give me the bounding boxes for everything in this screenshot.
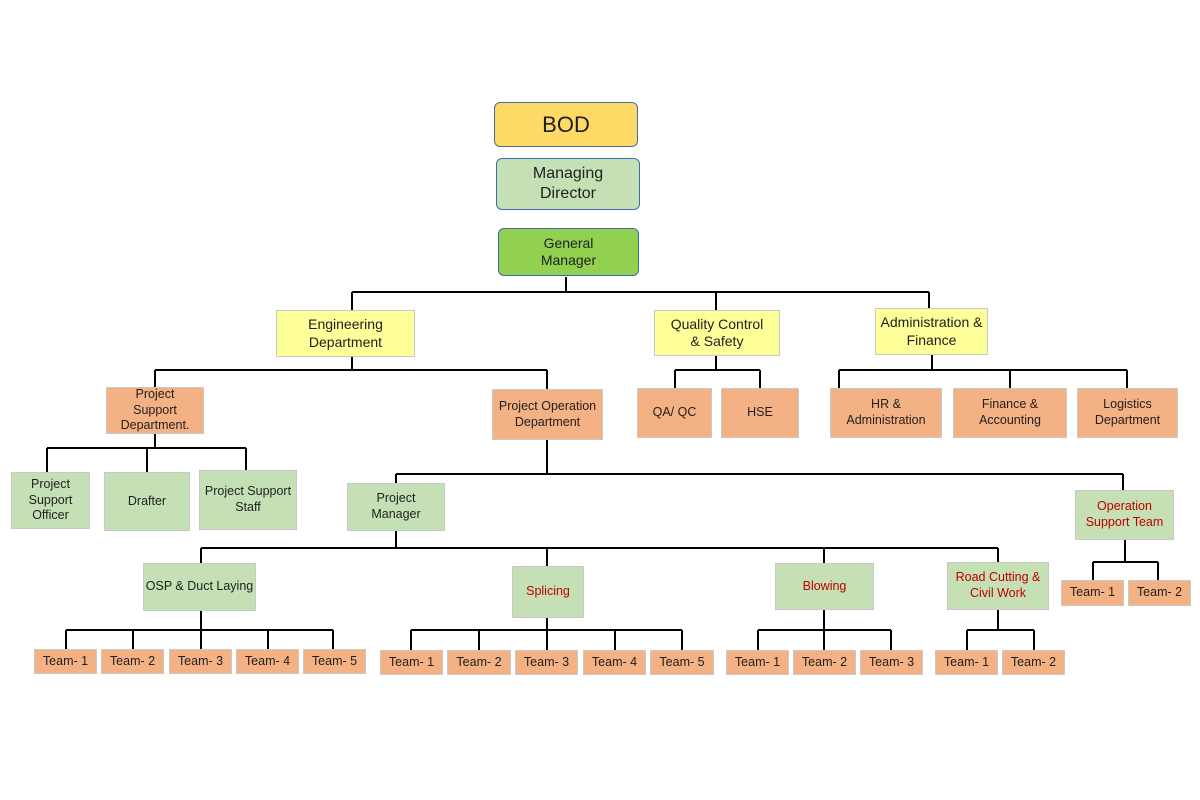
team-label: Team- 1 [388, 654, 435, 669]
team-label: Team- 3 [177, 653, 224, 668]
logistics-department-label: Logistics Department [1094, 397, 1161, 427]
engineering-department-box: Engineering Department [276, 310, 415, 357]
team-label: Team- 5 [311, 653, 358, 668]
blowing-label: Blowing [802, 578, 847, 593]
road-cutting-team-box: Team- 2 [1002, 650, 1065, 675]
managing-director-box: Managing Director [496, 158, 640, 210]
project-support-staff-box: Project Support Staff [199, 470, 297, 530]
bod-label: BOD [542, 111, 590, 137]
general-manager-box: General Manager [498, 228, 639, 276]
qa-qc-label: QA/ QC [652, 405, 697, 420]
osp-team-box: Team- 2 [101, 649, 164, 674]
connector-lines [46, 277, 1159, 650]
project-support-department-box: Project Support Department. [106, 387, 204, 434]
road-cutting-team-box: Team- 1 [935, 650, 998, 675]
team-label: Team- 2 [1136, 585, 1183, 600]
osp-duct-laying-label: OSP & Duct Laying [145, 579, 254, 594]
team-label: Team- 4 [591, 654, 638, 669]
administration-finance-label: Administration & Finance [880, 314, 983, 348]
splicing-label: Splicing [526, 584, 570, 599]
splicing-box: Splicing [512, 566, 584, 618]
blowing-team-box: Team- 3 [860, 650, 923, 675]
logistics-department-box: Logistics Department [1077, 388, 1178, 438]
general-manager-label: General Manager [540, 234, 597, 269]
project-manager-label: Project Manager [371, 491, 421, 521]
drafter-box: Drafter [104, 472, 190, 531]
bod-box: BOD [494, 102, 638, 147]
blowing-team-box: Team- 1 [726, 650, 789, 675]
operation-support-team-member-box: Team- 2 [1128, 580, 1191, 606]
administration-finance-box: Administration & Finance [875, 308, 988, 355]
operation-support-team-label: Operation Support Team [1085, 499, 1164, 529]
project-support-officer-label: Project Support Officer [28, 477, 73, 523]
hr-administration-label: HR & Administration [846, 397, 926, 427]
project-support-officer-box: Project Support Officer [11, 472, 90, 529]
road-cutting-civil-work-label: Road Cutting & Civil Work [955, 570, 1041, 600]
finance-accounting-box: Finance & Accounting [953, 388, 1067, 438]
quality-control-safety-box: Quality Control & Safety [654, 310, 780, 356]
osp-team-box: Team- 4 [236, 649, 299, 674]
engineering-department-label: Engineering Department [308, 316, 383, 350]
operation-support-team-member-box: Team- 1 [1061, 580, 1124, 606]
hse-box: HSE [721, 388, 799, 438]
road-cutting-civil-work-box: Road Cutting & Civil Work [947, 562, 1049, 610]
team-label: Team- 3 [523, 654, 570, 669]
team-label: Team- 3 [868, 654, 915, 669]
team-label: Team- 1 [1069, 585, 1116, 600]
splicing-team-box: Team- 2 [447, 650, 511, 675]
quality-control-safety-label: Quality Control & Safety [670, 315, 764, 350]
osp-team-box: Team- 5 [303, 649, 366, 674]
project-operation-department-label: Project Operation Department [498, 398, 597, 429]
hr-administration-box: HR & Administration [830, 388, 942, 438]
project-operation-department-box: Project Operation Department [492, 389, 603, 440]
drafter-label: Drafter [127, 493, 167, 508]
finance-accounting-label: Finance & Accounting [979, 397, 1041, 427]
osp-team-box: Team- 3 [169, 649, 232, 674]
osp-team-box: Team- 1 [34, 649, 97, 674]
splicing-team-box: Team- 5 [650, 650, 714, 675]
splicing-team-box: Team- 3 [515, 650, 578, 675]
team-label: Team- 2 [1010, 654, 1057, 669]
blowing-box: Blowing [775, 563, 874, 610]
team-label: Team- 1 [943, 654, 990, 669]
team-label: Team- 5 [659, 654, 705, 669]
operation-support-team-box: Operation Support Team [1075, 490, 1174, 540]
team-label: Team- 4 [244, 653, 291, 668]
splicing-team-box: Team- 1 [380, 650, 443, 675]
project-support-department-label: Project Support Department. [120, 387, 190, 433]
team-label: Team- 2 [801, 654, 848, 669]
team-label: Team- 2 [456, 654, 502, 669]
splicing-team-box: Team- 4 [583, 650, 646, 675]
qa-qc-box: QA/ QC [637, 388, 712, 438]
team-label: Team- 2 [109, 653, 156, 668]
team-label: Team- 1 [42, 653, 89, 668]
osp-duct-laying-box: OSP & Duct Laying [143, 563, 256, 611]
project-support-staff-label: Project Support Staff [204, 484, 292, 514]
hse-label: HSE [747, 405, 773, 420]
project-manager-box: Project Manager [347, 483, 445, 531]
team-label: Team- 1 [734, 654, 781, 669]
blowing-team-box: Team- 2 [793, 650, 856, 675]
managing-director-label: Managing Director [532, 165, 604, 202]
